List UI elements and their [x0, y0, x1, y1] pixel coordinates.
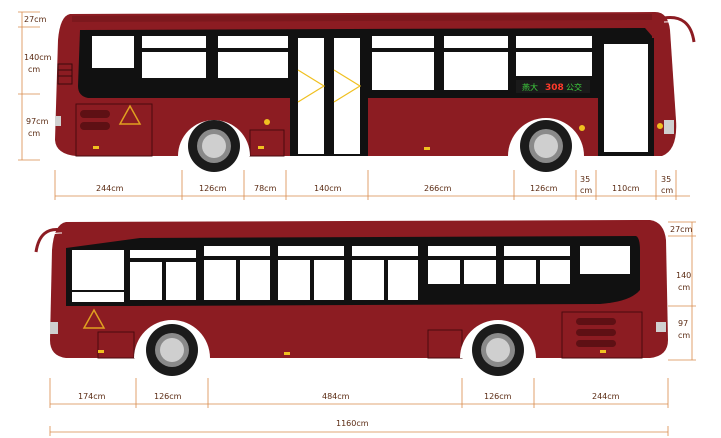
- dim-lower-unit: cm: [678, 331, 690, 340]
- side-marker-lights: [98, 350, 606, 355]
- dim-top-8: 110cm: [612, 184, 640, 193]
- dim-bottom-2: 126cm: [154, 392, 182, 401]
- top-vertical-dimensions: [18, 11, 40, 161]
- dim-bottom-4: 126cm: [484, 392, 512, 401]
- rear-wheel: [460, 320, 536, 376]
- front-wheel: [508, 118, 584, 172]
- dim-top-9-unit: cm: [661, 186, 673, 195]
- battery-hatch: [427, 329, 463, 359]
- dim-top-3: 78cm: [254, 184, 277, 193]
- bottom-vertical-dimensions: [668, 221, 696, 361]
- roof-stripe: [72, 14, 652, 22]
- dim-lower-unit: cm: [28, 129, 40, 138]
- dim-top-1: 244cm: [96, 184, 124, 193]
- bottom-horizontal-dimensions: [49, 378, 669, 436]
- dim-window-unit: cm: [678, 283, 690, 292]
- dim-window-unit: cm: [28, 65, 40, 74]
- side-windows: [72, 246, 630, 302]
- dim-window-height: 140: [676, 271, 691, 280]
- destination-sign: 燕大 308 公交: [516, 80, 590, 93]
- side-mirror: [663, 16, 696, 43]
- dim-lower-height: 97: [678, 319, 688, 328]
- dim-top-7-unit: cm: [580, 186, 592, 195]
- headlight: [664, 120, 674, 134]
- bus-side-view-doors: 燕大 308 公交: [55, 12, 696, 172]
- tail-light: [656, 322, 666, 332]
- dim-roof-height: 27cm: [670, 225, 693, 234]
- side-marker-lights: [93, 119, 663, 150]
- front-door: [598, 38, 654, 156]
- rear-wheel: [178, 120, 250, 172]
- rear-grille: [57, 63, 73, 85]
- dim-lower-height: 97cm: [26, 117, 49, 126]
- dim-top-7: 35: [580, 175, 590, 184]
- rear-vent-panel: [561, 311, 643, 359]
- service-hatch: [97, 331, 135, 359]
- dim-total-length: 1160cm: [336, 419, 369, 428]
- dim-top-5: 266cm: [424, 184, 452, 193]
- front-wheel: [134, 320, 210, 376]
- dim-bottom-5: 244cm: [592, 392, 620, 401]
- dim-bottom-3: 484cm: [322, 392, 350, 401]
- dim-roof-height: 27cm: [24, 15, 47, 24]
- fuel-door: [249, 129, 285, 157]
- sign-right-text: 公交: [566, 82, 582, 92]
- sign-route: 308: [545, 83, 564, 93]
- dim-top-9: 35: [661, 175, 671, 184]
- headlight: [50, 322, 58, 334]
- tail-light: [55, 116, 61, 126]
- side-mirror: [34, 227, 63, 253]
- warning-triangle-icon: [82, 308, 106, 329]
- rear-vent-panel: [75, 103, 153, 157]
- top-horizontal-dimensions: [54, 170, 690, 200]
- dim-top-4: 140cm: [314, 184, 342, 193]
- middle-door: [290, 32, 368, 156]
- warning-triangle-icon: [118, 104, 142, 125]
- bus-side-view-driver: [34, 220, 668, 376]
- dim-bottom-1: 174cm: [78, 392, 106, 401]
- sign-left-text: 燕大: [522, 82, 538, 92]
- dim-window-height: 140cm: [24, 53, 52, 62]
- side-windows: [92, 36, 592, 90]
- dim-top-6: 126cm: [530, 184, 558, 193]
- dim-top-2: 126cm: [199, 184, 227, 193]
